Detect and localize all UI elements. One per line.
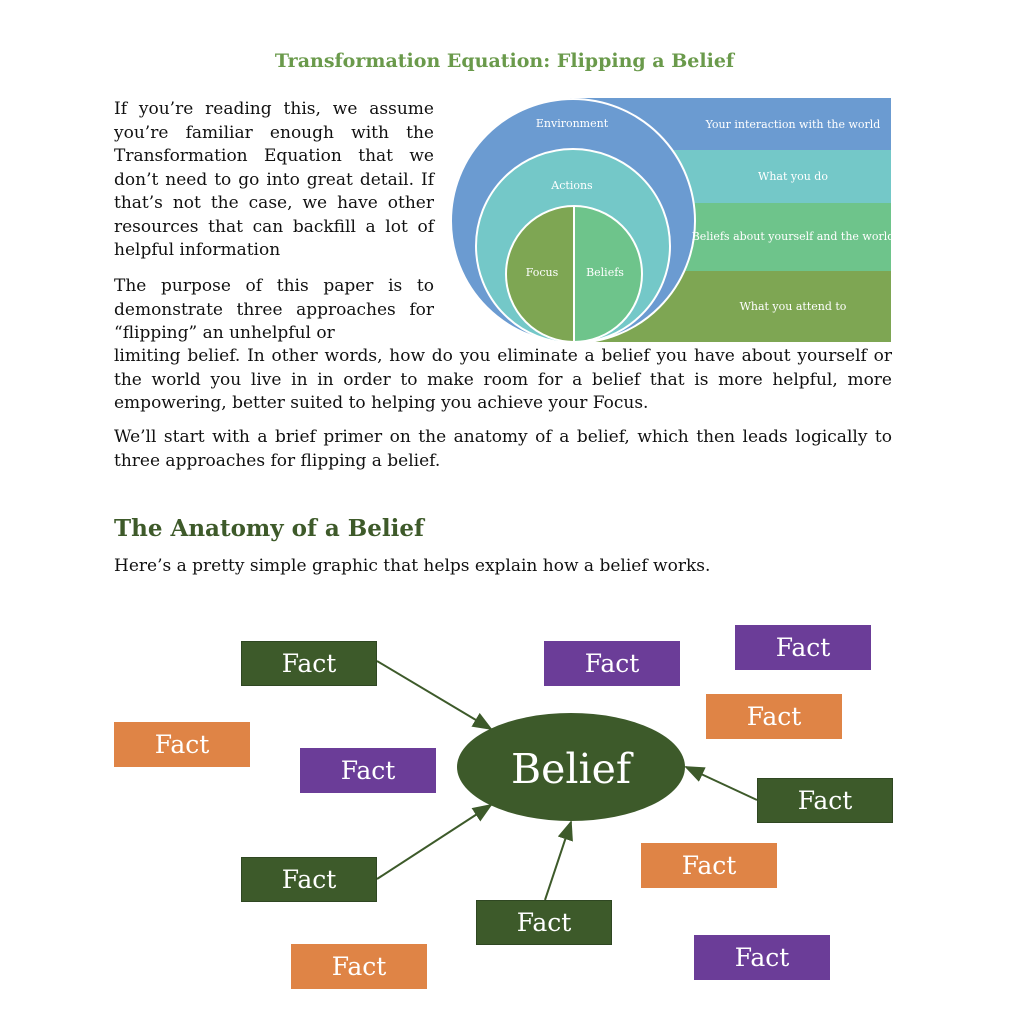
fact-box: Fact (694, 935, 830, 980)
ring-label-environment: Environment (536, 117, 609, 130)
box-label-attend: What you attend to (740, 300, 847, 313)
fact-box: Fact (114, 722, 250, 767)
half-focus (506, 206, 574, 342)
section-heading: The Anatomy of a Belief (114, 515, 424, 542)
intro-paragraph-1: If you’re reading this, we assume you’re… (114, 99, 434, 260)
intro-paragraph-2-rest: limiting belief. In other words, how do … (114, 346, 892, 413)
ring-label-actions: Actions (550, 179, 593, 192)
intro-paragraph-2-wrapped: The purpose of this paper is to demonstr… (114, 276, 434, 343)
fact-box: Fact (241, 857, 377, 902)
intro-paragraph-3: We’ll start with a brief primer on the a… (114, 427, 892, 471)
fact-box: Fact (641, 843, 777, 888)
half-beliefs (574, 206, 642, 342)
box-label-what-you-do: What you do (758, 170, 828, 183)
box-label-beliefs: Beliefs about yourself and the world (692, 230, 895, 243)
fact-box: Fact (241, 641, 377, 686)
fact-box: Fact (300, 748, 436, 793)
fact-box: Fact (706, 694, 842, 739)
fact-box: Fact (757, 778, 893, 823)
fact-box: Fact (544, 641, 680, 686)
fact-box: Fact (735, 625, 871, 670)
box-label-interaction: Your interaction with the world (705, 118, 881, 131)
fact-box: Fact (476, 900, 612, 945)
ring-label-beliefs: Beliefs (586, 266, 624, 279)
belief-ellipse (457, 713, 685, 821)
arrow-fact-bottom (544, 820, 573, 901)
ring-label-focus: Focus (526, 266, 559, 279)
belief-label: Belief (511, 745, 634, 793)
section-lead: Here’s a pretty simple graphic that help… (114, 556, 711, 576)
arrow-fact-right (684, 766, 758, 801)
arrow-fact-bottom-left (376, 803, 493, 880)
fact-box: Fact (291, 944, 427, 989)
arrow-fact-top-left (376, 660, 493, 731)
document-title: Transformation Equation: Flipping a Beli… (274, 50, 735, 72)
